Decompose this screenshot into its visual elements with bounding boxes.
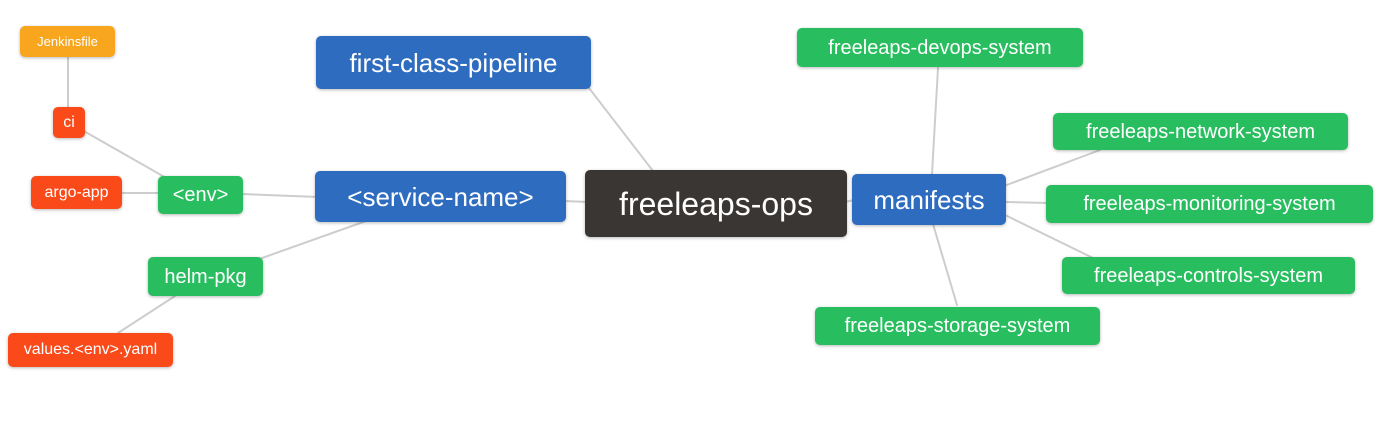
node-freeleaps-ops[interactable]: freeleaps-ops [585,170,847,237]
node-env[interactable]: <env> [158,176,243,214]
node-freeleaps-controls-system[interactable]: freeleaps-controls-system [1062,257,1355,294]
node-argo-app[interactable]: argo-app [31,176,122,209]
node-jenkinsfile[interactable]: Jenkinsfile [20,26,115,57]
node-freeleaps-network-system[interactable]: freeleaps-network-system [1053,113,1348,150]
node-freeleaps-storage-system[interactable]: freeleaps-storage-system [815,307,1100,345]
node-freeleaps-devops-system[interactable]: freeleaps-devops-system [797,28,1083,67]
edge-connector-manifests-freeleaps-devops-system [931,67,939,175]
edge-connector-service-name-env [241,193,319,198]
node-manifests[interactable]: manifests [852,174,1006,225]
edge-connector-env-ci [81,129,169,180]
node-values-env-yaml[interactable]: values.<env>.yaml [8,333,173,367]
node-helm-pkg[interactable]: helm-pkg [148,257,263,296]
edge-connector-service-name-helm-pkg [261,220,367,259]
node-freeleaps-monitoring-system[interactable]: freeleaps-monitoring-system [1046,185,1373,223]
edge-connector-helm-pkg-values-env-yaml [117,295,176,334]
node-service-name[interactable]: <service-name> [315,171,566,222]
edge-connector-freeleaps-ops-first-class-pipeline [588,87,654,172]
edge-connector-manifests-freeleaps-storage-system [932,223,958,306]
node-first-class-pipeline[interactable]: first-class-pipeline [316,36,591,89]
node-ci[interactable]: ci [53,107,85,138]
edge-connector-manifests-freeleaps-monitoring-system [1005,201,1049,204]
edge-connector-manifests-freeleaps-network-system [1003,149,1101,187]
